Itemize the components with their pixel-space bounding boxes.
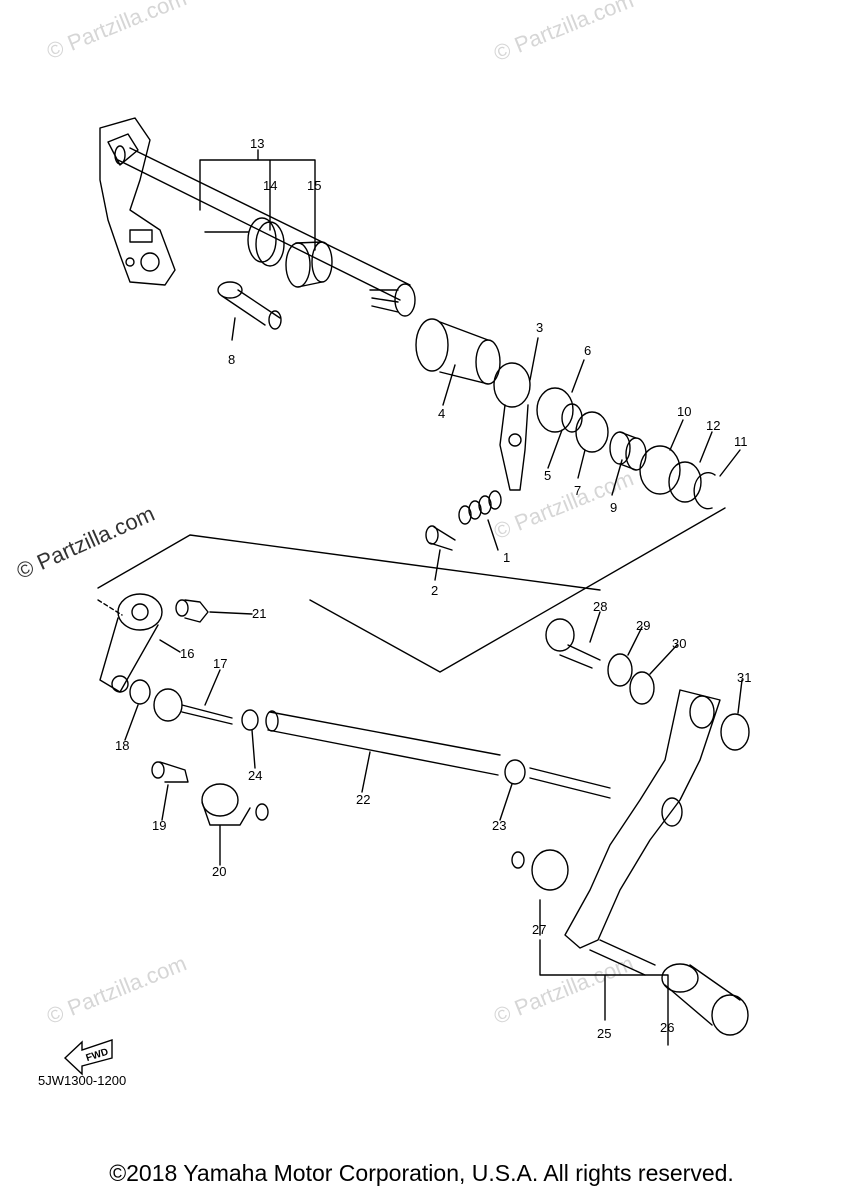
callout-17: 17 [213, 656, 227, 671]
washer-6 [536, 387, 574, 433]
callout-9: 9 [610, 500, 617, 515]
callout-27: 27 [532, 922, 546, 937]
callout-7: 7 [574, 483, 581, 498]
collar-part [415, 318, 501, 385]
washer-30 [629, 671, 655, 705]
shift-rod [265, 710, 501, 776]
callout-14: 14 [263, 178, 277, 193]
oil-seal [639, 445, 681, 495]
callout-21: 21 [252, 606, 266, 621]
callout-15: 15 [307, 178, 321, 193]
callout-2: 2 [431, 583, 438, 598]
shift-shaft-bracket [99, 117, 176, 286]
callout-13: 13 [250, 136, 264, 151]
lock-nut [504, 759, 526, 785]
callout-11: 11 [734, 434, 748, 449]
bearing [609, 431, 647, 471]
callout-6: 6 [584, 343, 591, 358]
rod-end [153, 688, 259, 731]
copyright-notice: ©2018 Yamaha Motor Corporation, U.S.A. A… [109, 1160, 734, 1186]
callout-5: 5 [544, 468, 551, 483]
callout-16: 16 [180, 646, 194, 661]
shaft-collar [285, 241, 333, 288]
circlip-5 [561, 403, 583, 433]
callout-1: 1 [503, 550, 510, 565]
callout-18: 18 [115, 738, 129, 753]
callout-23: 23 [492, 818, 506, 833]
shift-arm [99, 593, 163, 693]
pedal-boot [511, 849, 569, 891]
stopper-bolt [217, 281, 282, 330]
pedal-bolt [545, 618, 601, 669]
washer-7 [575, 411, 609, 453]
section-divider [97, 507, 726, 673]
callout-28: 28 [593, 599, 607, 614]
return-spring [458, 490, 502, 525]
forward-arrow: FWD [63, 1039, 113, 1076]
spring-pin [425, 525, 456, 551]
washer-12 [668, 461, 702, 503]
callout-8: 8 [228, 352, 235, 367]
callout-22: 22 [356, 792, 370, 807]
callout-12: 12 [706, 418, 720, 433]
washer-29 [607, 653, 633, 687]
callout-10: 10 [677, 404, 691, 419]
circlip-11 [693, 472, 716, 510]
rod-end-bolt [151, 761, 189, 783]
callout-30: 30 [672, 636, 686, 651]
callout-4: 4 [438, 406, 445, 421]
shift-pedal [564, 689, 721, 976]
pedal-rubber [661, 963, 749, 1036]
callout-31: 31 [737, 670, 751, 685]
callout-25: 25 [597, 1026, 611, 1041]
callout-3: 3 [536, 320, 543, 335]
torsion-spring [204, 217, 285, 267]
callout-19: 19 [152, 818, 166, 833]
callout-labels: 1 2 3 4 5 6 7 8 9 10 11 12 13 14 15 16 1… [115, 136, 751, 1041]
callout-24: 24 [248, 768, 262, 783]
washer-31 [720, 713, 750, 751]
callout-26: 26 [660, 1020, 674, 1035]
washer-18 [129, 679, 151, 705]
shift-lever-arm [493, 362, 531, 491]
rod-end-joint [201, 783, 269, 826]
diagram-code: 5JW1300-1200 [38, 1073, 127, 1088]
pinch-bolt [175, 599, 209, 623]
callout-29: 29 [636, 618, 650, 633]
callout-20: 20 [212, 864, 226, 879]
